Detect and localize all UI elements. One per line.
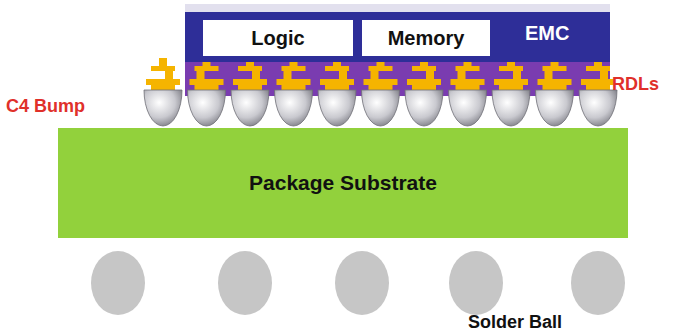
solder-balls: [91, 251, 625, 315]
package-substrate: Package Substrate: [58, 128, 628, 238]
c4-bump: [536, 90, 574, 126]
rdl-via: [339, 71, 347, 79]
rdl-trace: [369, 66, 393, 71]
rdl-trace: [456, 66, 480, 71]
solder-ball: [449, 251, 503, 315]
rdl-traces: [146, 58, 615, 90]
c4-bump: [318, 90, 356, 126]
rdl-pad: [407, 79, 441, 85]
rdl-trace: [586, 66, 610, 71]
node-label: Logic: [251, 27, 304, 50]
ubm-pad: [369, 85, 393, 90]
solder-ball: [571, 251, 625, 315]
rdl-label: RDLs: [612, 74, 659, 95]
rdl-via: [252, 71, 260, 79]
rdl-via: [426, 71, 434, 79]
ubm-pad: [238, 85, 262, 90]
rdl-trace: [499, 66, 523, 71]
rdl-via: [371, 71, 379, 79]
rdl-pad: [146, 79, 180, 85]
rdl-trace: [543, 66, 567, 71]
rdl-pad: [233, 79, 267, 85]
c4-bumps: [144, 90, 617, 126]
solder-ball: [91, 251, 145, 315]
rdl-trace: [325, 66, 349, 71]
ubm-pad: [325, 85, 349, 90]
ball-label: Solder Ball: [468, 312, 562, 333]
rdl-via: [458, 71, 466, 79]
rdl-trace: [151, 66, 175, 71]
rdl-via: [159, 58, 167, 66]
rdl-via: [545, 71, 553, 79]
ubm-pad: [499, 85, 523, 90]
c4-bump: [405, 90, 443, 126]
c4-bump: [144, 90, 182, 126]
memory-die: Memory: [362, 20, 490, 56]
rdl-pad: [581, 79, 615, 85]
node-label: EMC: [525, 22, 569, 45]
ubm-pad: [456, 85, 480, 90]
rdl-pad: [364, 79, 398, 85]
emc-mold: EMC Logic Memory: [185, 12, 610, 62]
ubm-pad: [586, 85, 610, 90]
ubm-pad: [282, 85, 306, 90]
ubm-pad: [543, 85, 567, 90]
rdl-trace: [282, 66, 306, 71]
rdl-pad: [494, 79, 528, 85]
rdl-trace: [238, 66, 262, 71]
ubm-pad: [195, 85, 219, 90]
rdl-via: [600, 71, 608, 79]
logic-die: Logic: [203, 20, 353, 56]
rdl-via: [165, 71, 173, 79]
rdl-via: [513, 71, 521, 79]
c4-bump: [231, 90, 269, 126]
bump-label: C4 Bump: [6, 96, 85, 117]
ubm-pad: [412, 85, 436, 90]
solder-ball: [218, 251, 272, 315]
c4-bump: [362, 90, 400, 126]
c4-bump: [579, 90, 617, 126]
c4-bump: [275, 90, 313, 126]
rdl-pad: [538, 79, 572, 85]
c4-bump: [492, 90, 530, 126]
rdl-trace: [412, 66, 436, 71]
node-label: Package Substrate: [249, 171, 437, 195]
rdl-pad: [320, 79, 354, 85]
rdl-pad: [190, 79, 224, 85]
rdl-via: [197, 71, 205, 79]
rdl-via: [284, 71, 292, 79]
ubm-pad: [151, 85, 175, 90]
rdl-pad: [277, 79, 311, 85]
node-label: Memory: [388, 27, 465, 50]
c4-bump: [449, 90, 487, 126]
rdl-pad: [451, 79, 485, 85]
rdl-trace: [195, 66, 219, 71]
solder-ball: [335, 251, 389, 315]
c4-bump: [188, 90, 226, 126]
